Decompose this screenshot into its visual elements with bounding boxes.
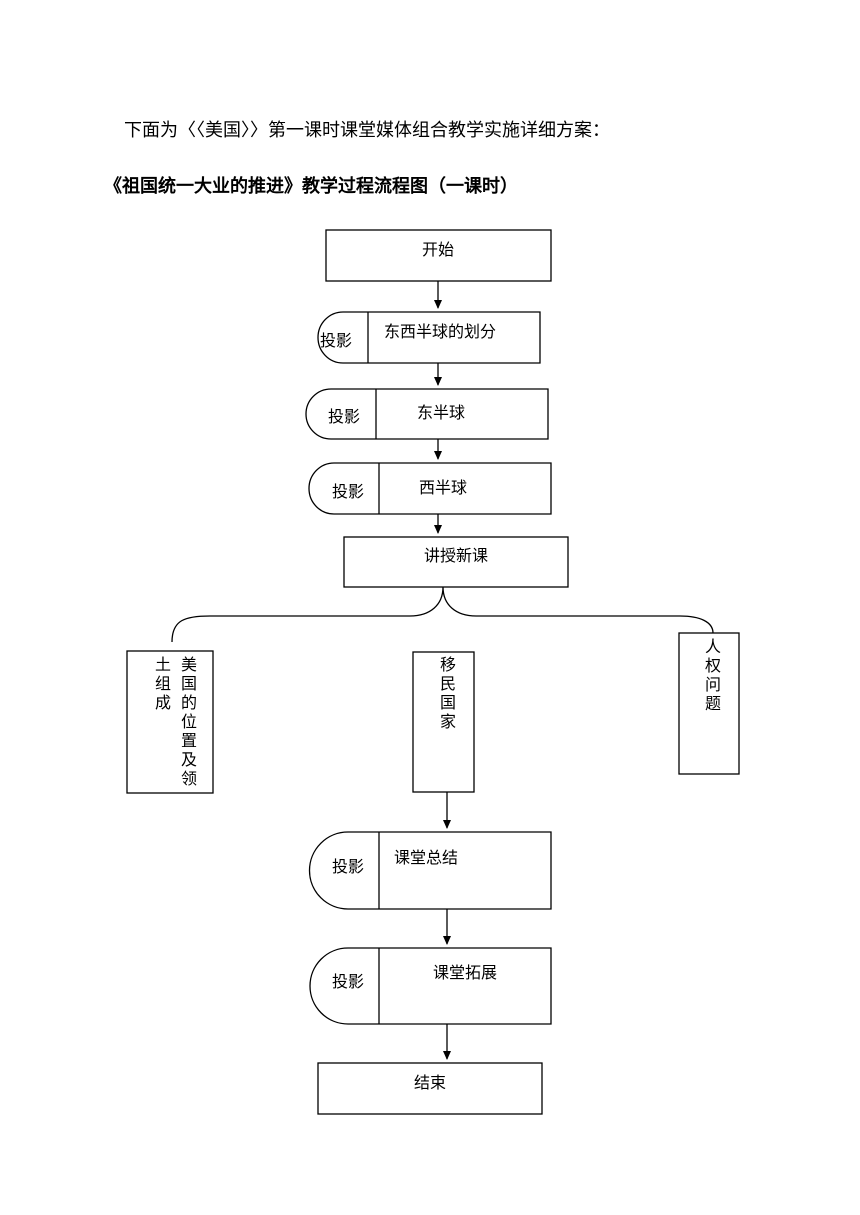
lecture-node: 讲授新课: [343, 536, 569, 588]
summary-media: 投影: [332, 857, 364, 876]
summary-label: 课堂总结: [394, 848, 458, 867]
intro-text: 下面为〈〈美国〉〉第一课时课堂媒体组合教学实施详细方案：: [124, 120, 610, 141]
step2-media: 投影: [328, 407, 360, 426]
extension-media: 投影: [332, 972, 364, 991]
step2-label: 东半球: [417, 403, 465, 422]
start-node: 开始: [325, 229, 552, 282]
branch-brace: [171, 586, 714, 643]
extension-node: 投影 课堂拓展: [309, 947, 552, 1025]
summary-node: 投影 课堂总结: [308, 831, 552, 910]
step2-node: 投影 东半球: [305, 388, 549, 440]
end-label: 结束: [414, 1073, 446, 1092]
branch-middle-label: 移民国家: [440, 655, 456, 731]
step1-label: 东西半球的划分: [384, 322, 496, 341]
extension-label: 课堂拓展: [433, 963, 497, 982]
step3-media: 投影: [332, 482, 364, 501]
branch-left-node: 美国的位置及领 土组成: [126, 650, 214, 794]
start-label: 开始: [422, 240, 454, 259]
branch-left-col2: 土组成: [155, 655, 171, 712]
step1-media: 投影: [320, 331, 352, 350]
diagram-title: 《祖国统一大业的推进》教学过程流程图（一课时）: [104, 176, 518, 197]
branch-right-node: 人权问题: [678, 632, 740, 775]
step3-node: 投影 西半球: [308, 462, 552, 515]
step1-node: 投影 东西半球的划分: [317, 311, 541, 364]
lecture-label: 讲授新课: [424, 546, 488, 565]
step3-label: 西半球: [419, 478, 467, 497]
branch-middle-node: 移民国家: [412, 651, 475, 793]
branch-left-col1: 美国的位置及领: [181, 655, 197, 788]
branch-right-label: 人权问题: [705, 637, 721, 713]
end-node: 结束: [317, 1062, 543, 1115]
